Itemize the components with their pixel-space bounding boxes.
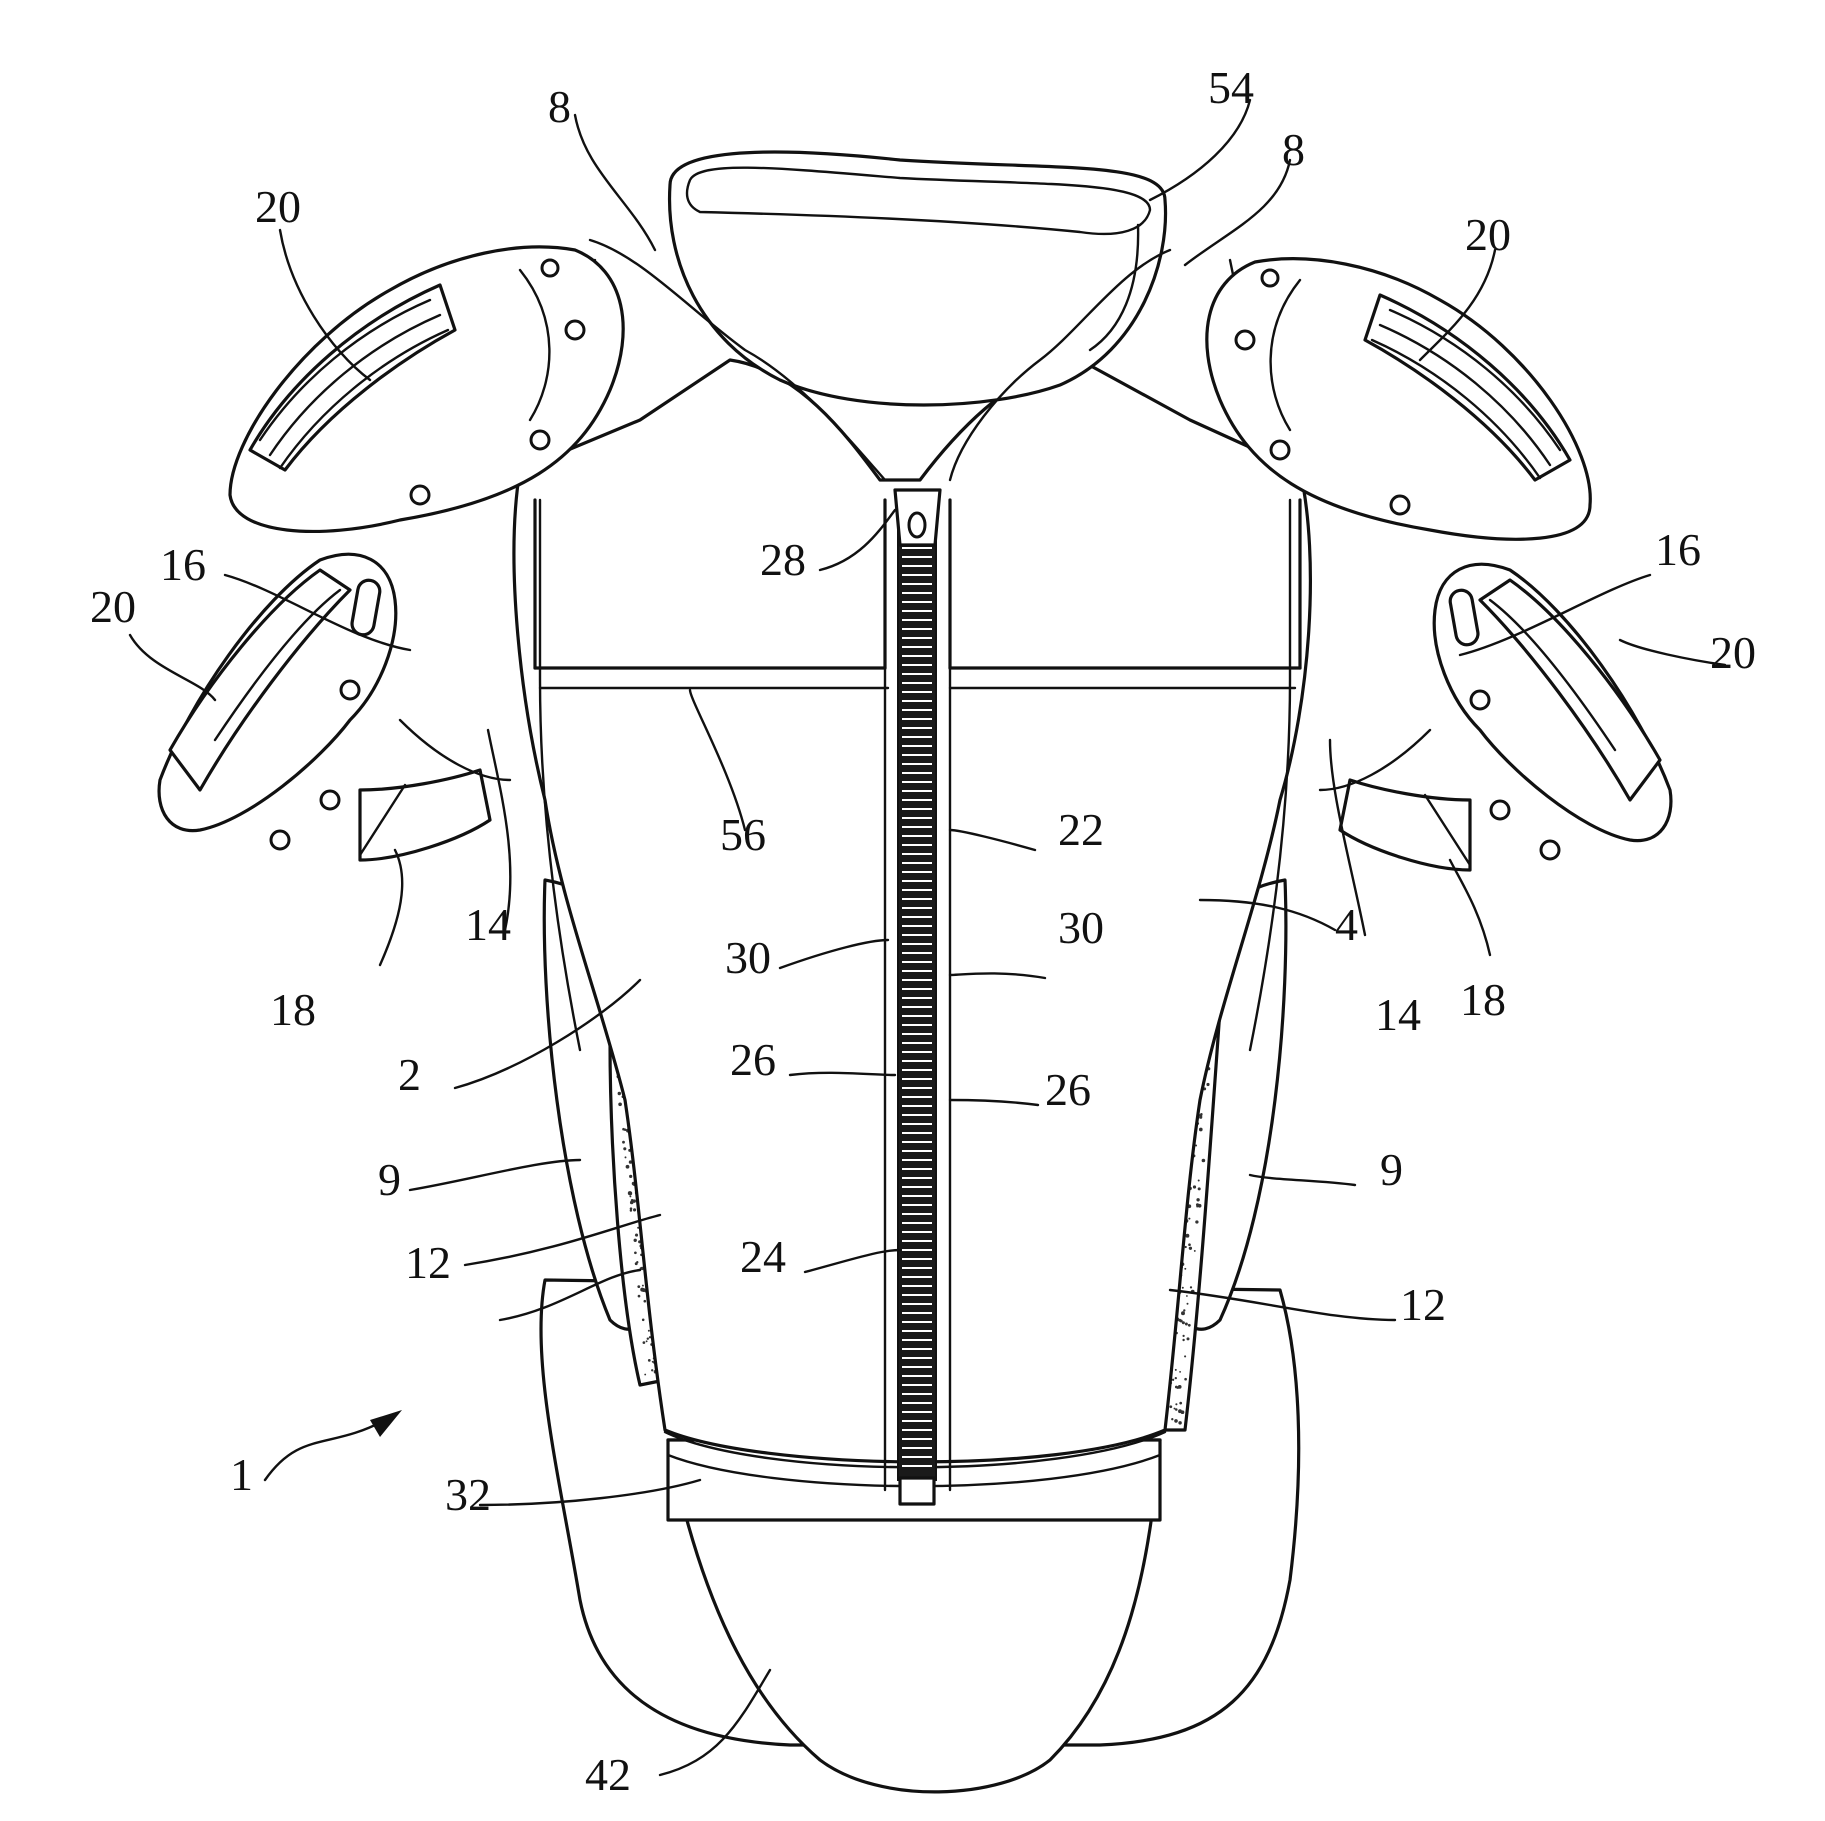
numeral-26-right: 26 — [1045, 1064, 1091, 1115]
numeral-56: 56 — [720, 809, 766, 860]
numeral-12-left: 12 — [405, 1237, 451, 1288]
numeral-30-left: 30 — [725, 932, 771, 983]
arm-strap-right — [1320, 730, 1430, 790]
numeral-12-right: 12 — [1400, 1279, 1446, 1330]
numeral-9-right: 9 — [1380, 1144, 1403, 1195]
numeral-20-upper-right: 20 — [1465, 209, 1511, 260]
numeral-16-right: 16 — [1655, 524, 1701, 575]
numeral-16-left: 16 — [160, 539, 206, 590]
numeral-20-lower-right: 20 — [1710, 627, 1756, 678]
zipper-stop — [900, 1478, 934, 1504]
zipper-pull-hole — [909, 513, 925, 537]
numeral-1: 1 — [230, 1449, 253, 1500]
numeral-14-left: 14 — [465, 899, 511, 950]
numeral-42: 42 — [585, 1749, 631, 1800]
numeral-8-right: 8 — [1282, 124, 1305, 175]
numeral-2: 2 — [398, 1049, 421, 1100]
upper-arm-pad-left — [159, 554, 490, 860]
numeral-8-left: 8 — [548, 81, 571, 132]
numeral-54: 54 — [1208, 62, 1254, 113]
numeral-20-lower-left: 20 — [90, 581, 136, 632]
numeral-9-left: 9 — [378, 1154, 401, 1205]
numeral-24: 24 — [740, 1231, 786, 1282]
numeral-30-right: 30 — [1058, 902, 1104, 953]
arm-strap-left — [400, 720, 510, 780]
numeral-32: 32 — [445, 1469, 491, 1520]
numeral-26-left: 26 — [730, 1034, 776, 1085]
numeral-28: 28 — [760, 534, 806, 585]
numeral-22: 22 — [1058, 804, 1104, 855]
upper-arm-pad-right — [1340, 564, 1671, 870]
numeral-4: 4 — [1335, 899, 1358, 950]
numeral-20-upper-left: 20 — [255, 181, 301, 232]
assembly-arrow-head — [370, 1410, 402, 1437]
numeral-14-right: 14 — [1375, 989, 1421, 1040]
numeral-18-right: 18 — [1460, 974, 1506, 1025]
numeral-18-left: 18 — [270, 984, 316, 1035]
